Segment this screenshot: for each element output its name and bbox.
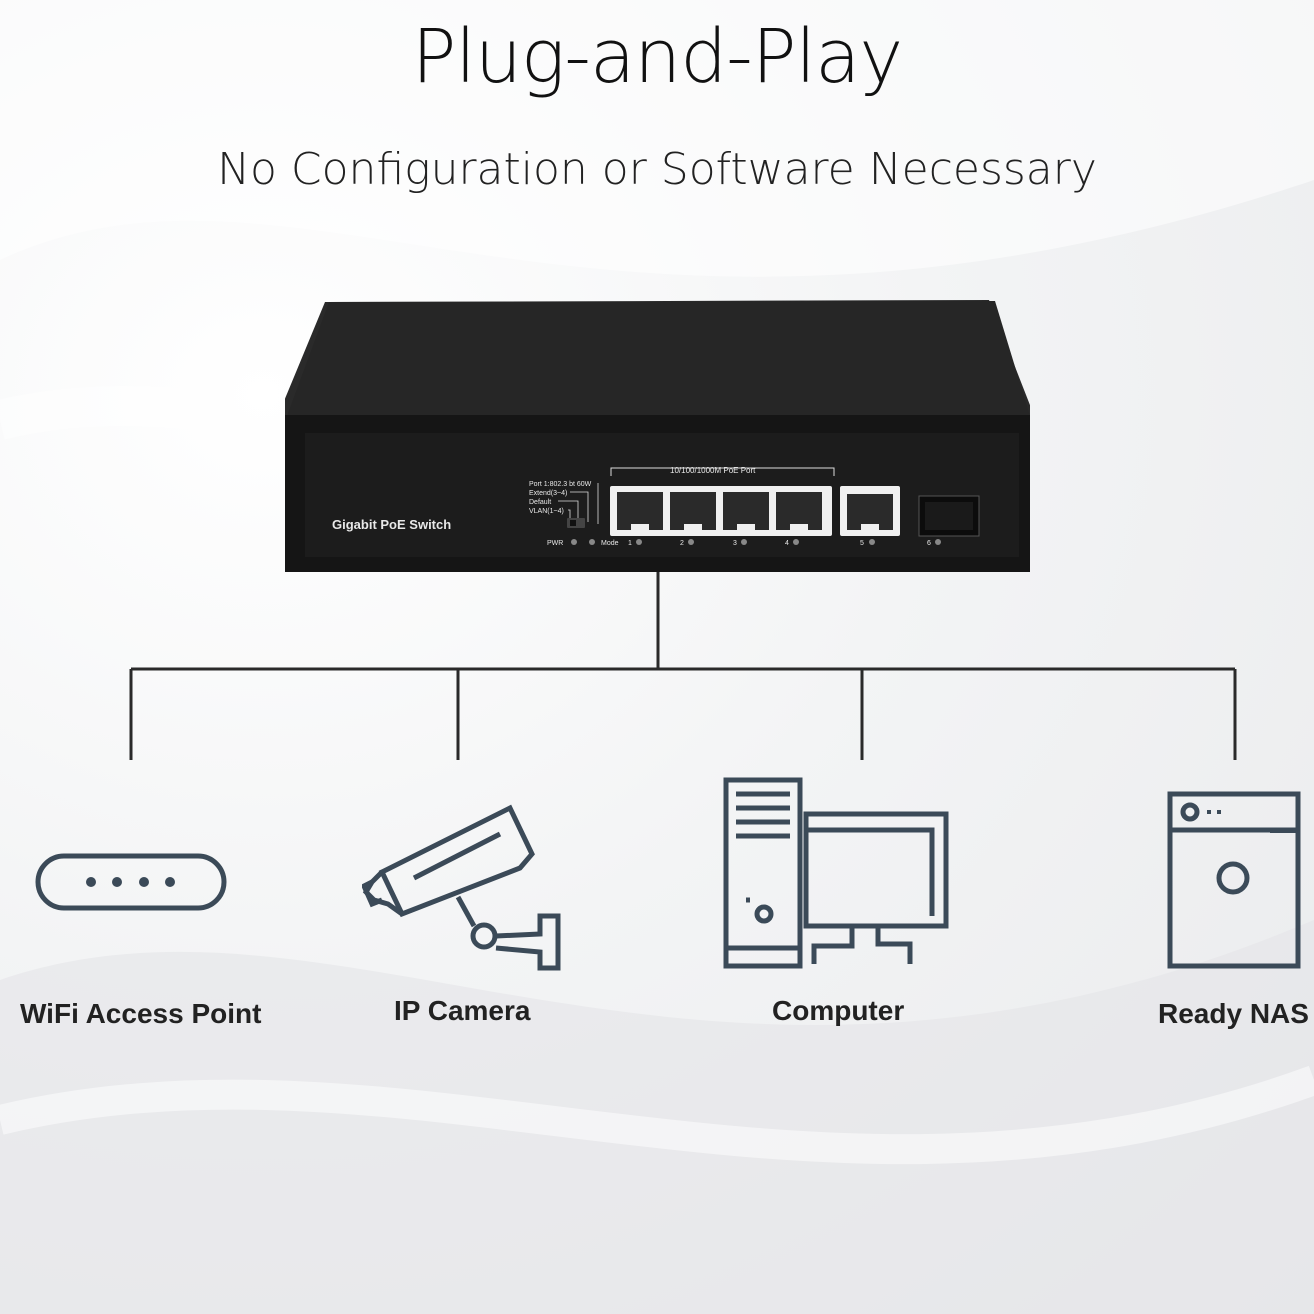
- port-number-3: 3: [733, 540, 737, 547]
- mode-label: Mode: [601, 540, 619, 547]
- mode-option-1: Port 1:802.3 bt 60W: [529, 481, 592, 488]
- page-title: Plug-and-Play: [411, 14, 903, 100]
- port-3-led: [741, 539, 747, 545]
- mode-option-4: VLAN(1~4): [529, 508, 564, 515]
- mode-option-2: Extend(3~4): [529, 490, 567, 497]
- port-2-led: [688, 539, 694, 545]
- ethernet-port-4[interactable]: [776, 492, 822, 530]
- port-number-5: 5: [860, 540, 864, 547]
- computer-icon: [723, 777, 949, 969]
- mode-option-3: Default: [529, 499, 551, 506]
- ethernet-port-1[interactable]: [617, 492, 663, 530]
- port-number-2: 2: [680, 540, 684, 547]
- mode-led: [589, 539, 595, 545]
- port-number-4: 4: [785, 540, 789, 547]
- port-5-led: [869, 539, 875, 545]
- poe-switch: Gigabit PoE Switch Port 1:802.3 bt 60W E…: [285, 300, 1030, 572]
- pwr-led: [571, 539, 577, 545]
- switch-brand-label: Gigabit PoE Switch: [332, 517, 451, 532]
- port-6-led: [935, 539, 941, 545]
- device-label-camera: IP Camera: [394, 995, 531, 1026]
- device-label-computer: Computer: [772, 995, 905, 1026]
- page-subtitle: No Configuration or Software Necessary: [217, 144, 1097, 195]
- wifi-access-point-icon: [35, 853, 227, 911]
- device-label-nas: Ready NAS: [1158, 998, 1309, 1029]
- port-number-1: 1: [628, 540, 632, 547]
- nas-icon: [1167, 791, 1301, 969]
- pwr-label: PWR: [547, 540, 563, 547]
- ethernet-port-3[interactable]: [723, 492, 769, 530]
- device-label-wifi: WiFi Access Point: [20, 998, 262, 1029]
- ip-camera-icon: [362, 804, 561, 971]
- mode-switch-knob: [570, 520, 576, 526]
- port-4-led: [793, 539, 799, 545]
- poe-port-group-label: 10/100/1000M PoE Port: [670, 466, 756, 475]
- ethernet-port-2[interactable]: [670, 492, 716, 530]
- port-number-6: 6: [927, 540, 931, 547]
- port-1-led: [636, 539, 642, 545]
